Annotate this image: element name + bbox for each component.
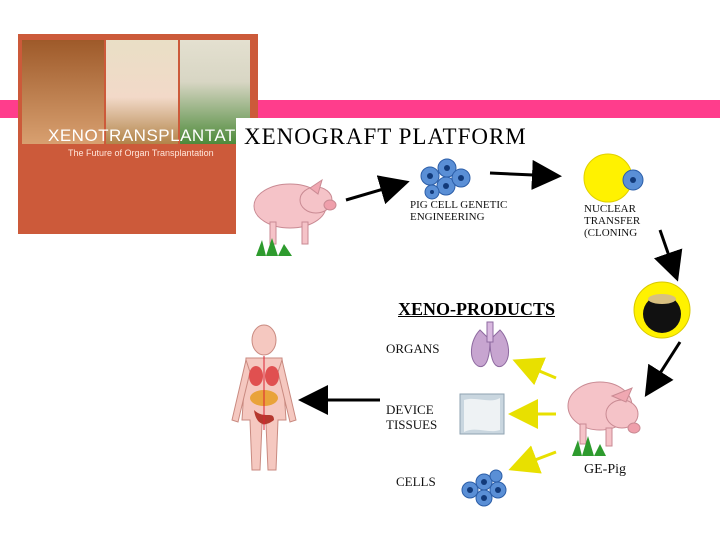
xeno-products-title: XENO-PRODUCTS: [398, 299, 555, 320]
tissue-icon: [460, 394, 504, 434]
source-pig-icon: [254, 180, 336, 256]
ge-pig-icon: [568, 382, 640, 456]
egg-cell-icon: [584, 154, 643, 202]
human-body-icon: [232, 325, 296, 470]
organs-icon: [471, 322, 508, 367]
device-tissues-label: DEVICE TISSUES: [386, 402, 437, 432]
cells-label: CELLS: [396, 474, 436, 490]
genetic-engineering-label: PIG CELL GENETIC ENGINEERING: [410, 199, 507, 223]
product-cells-icon: [462, 470, 506, 506]
engineered-cells-icon: [421, 159, 470, 199]
embryo-icon: [634, 282, 690, 338]
organs-label: ORGANS: [386, 341, 439, 357]
ge-pig-label: GE-Pig: [584, 462, 626, 478]
nuclear-transfer-label: NUCLEAR TRANSFER (CLONING: [584, 203, 640, 239]
